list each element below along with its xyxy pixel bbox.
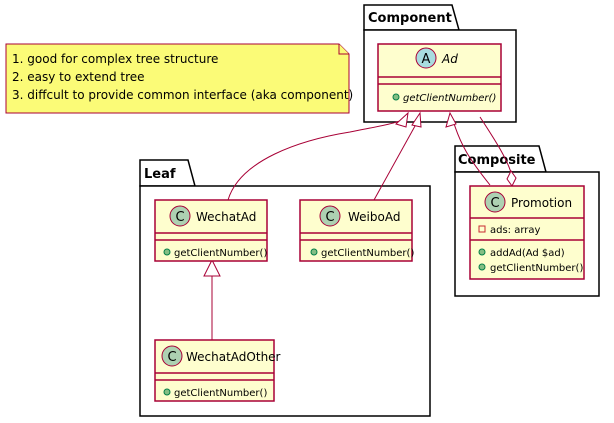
generalization-arrow-icon	[411, 111, 422, 128]
package-composite-label: Composite	[458, 153, 536, 168]
class-letter: C	[175, 210, 184, 225]
package-component-label: Component	[368, 11, 452, 26]
class-icon	[169, 205, 191, 227]
class-weiboad-name: WeiboAd	[348, 210, 400, 224]
public-method-icon	[392, 93, 400, 101]
class-ad-name: Ad	[441, 52, 458, 66]
class-wechatad: C WechatAd getClientNumber()	[154, 199, 268, 262]
class-ad-method: getClientNumber()	[403, 93, 496, 104]
class-wechatadother: C WechatAdOther getClientNumber()	[154, 339, 281, 402]
public-method-icon	[478, 248, 486, 256]
public-method-icon	[310, 248, 318, 256]
edge-weiboad-generalizes-ad	[373, 116, 421, 201]
note: 1. good for complex tree structure 2. ea…	[5, 43, 353, 114]
class-promotion-name: Promotion	[511, 196, 572, 210]
generalization-arrow-icon	[203, 258, 221, 277]
class-promotion: C Promotion ads: array addAd(Ad $ad) get…	[469, 185, 585, 280]
note-line-1: 1. good for complex tree structure	[12, 52, 218, 66]
note-line-3: 3. diffcult to provide common interface …	[12, 88, 353, 102]
public-method-icon	[163, 388, 171, 396]
class-promotion-field: ads: array	[490, 225, 541, 236]
class-wechatad-method: getClientNumber()	[174, 248, 267, 259]
public-method-icon	[163, 248, 171, 256]
generalization-arrow-icon	[445, 111, 457, 128]
class-weiboad-method: getClientNumber()	[321, 248, 414, 259]
package-leaf-label: Leaf	[144, 167, 176, 182]
class-wechatad-name: WechatAd	[196, 210, 256, 224]
class-weiboad: C WeiboAd getClientNumber()	[299, 199, 414, 262]
generalization-arrow-icon	[395, 111, 409, 128]
public-method-icon	[478, 263, 486, 271]
arrow-heads	[203, 111, 517, 277]
abstract-class-icon	[415, 47, 437, 69]
note-line-2: 2. easy to extend tree	[12, 70, 145, 84]
class-promotion-method-2: getClientNumber()	[490, 263, 583, 274]
aggregation-diamond-icon	[506, 170, 517, 187]
class-ad: A Ad getClientNumber()	[377, 43, 502, 112]
class-promotion-method-1: addAd(Ad $ad)	[490, 248, 565, 259]
class-icon	[319, 205, 341, 227]
class-wechatadother-name: WechatAdOther	[186, 350, 281, 364]
class-letter: C	[167, 350, 176, 365]
class-letter: C	[325, 210, 334, 225]
class-icon	[484, 191, 506, 213]
abstract-class-letter: A	[422, 52, 431, 67]
edge-wechatad-generalizes-ad	[227, 116, 408, 201]
class-wechatadother-method: getClientNumber()	[174, 388, 267, 399]
class-icon	[161, 345, 183, 367]
class-letter: C	[490, 196, 499, 211]
private-field-icon	[478, 225, 486, 233]
